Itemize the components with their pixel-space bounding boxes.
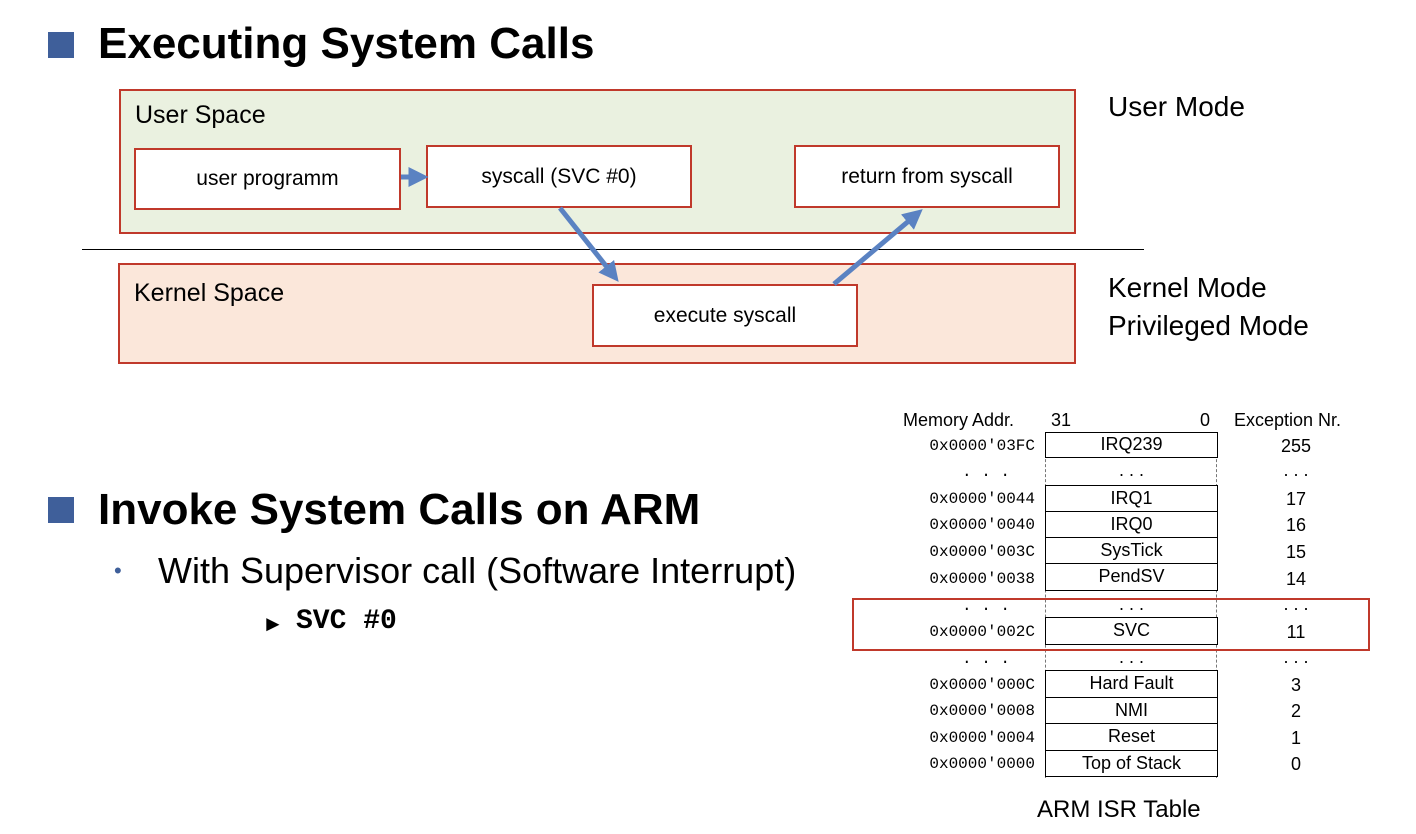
svc-code: SVC #0 [296, 606, 397, 637]
user-kernel-divider [82, 249, 1144, 250]
dots-cell-3: . . . [1118, 647, 1144, 667]
table-right-dashed-line [1216, 434, 1217, 778]
kernel-mode-label: Kernel Mode [1108, 272, 1267, 303]
addr-pendsv: 0x0000'0038 [929, 570, 1035, 588]
cell-systick: SysTick [1045, 537, 1218, 564]
cell-reset: Reset [1045, 723, 1218, 751]
execute-syscall-box: execute syscall [592, 284, 858, 347]
addr-irq1: 0x0000'0044 [929, 490, 1035, 508]
heading-bullet-square-icon [48, 32, 74, 58]
nr-irq239: 255 [1280, 436, 1312, 456]
header-bit-31: 31 [1051, 410, 1072, 430]
heading-invoke-system-calls: Invoke System Calls on ARM [98, 485, 701, 534]
nr-hard-fault: 3 [1290, 675, 1301, 695]
nr-systick: 15 [1285, 542, 1307, 562]
cell-nmi: NMI [1045, 697, 1218, 724]
nr-top-of-stack: 0 [1290, 754, 1301, 774]
header-exception-nr: Exception Nr. [1234, 410, 1342, 430]
dots-cell-1: . . . [1118, 460, 1144, 480]
table-left-dashed-line [1045, 434, 1046, 778]
svc-highlight-frame [852, 598, 1370, 651]
addr-systick: 0x0000'003C [929, 543, 1035, 561]
cell-top-of-stack: Top of Stack [1045, 750, 1218, 777]
addr-reset: 0x0000'0004 [929, 729, 1035, 747]
heading-bullet-square-icon [48, 497, 74, 523]
return-from-syscall-box: return from syscall [794, 145, 1060, 208]
isr-table-caption: ARM ISR Table [1037, 796, 1201, 823]
syscall-box: syscall (SVC #0) [426, 145, 692, 208]
arrow-execute-to-return [832, 209, 923, 286]
addr-hard-fault: 0x0000'000C [929, 676, 1035, 694]
triangle-bullet-icon: ► [262, 611, 284, 636]
cell-irq239: IRQ239 [1045, 432, 1218, 458]
dots-exc-1: . . . [1283, 460, 1309, 480]
nr-svc: 11 [1286, 622, 1306, 642]
cell-irq0: IRQ0 [1045, 511, 1218, 538]
dots-exc-3: . . . [1283, 647, 1309, 667]
cell-hard-fault: Hard Fault [1045, 670, 1218, 698]
header-bit-0: 0 [1200, 410, 1211, 430]
cell-pendsv: PendSV [1045, 563, 1218, 591]
dots-addr-2: . . . [961, 597, 1010, 615]
arrow-syscall-to-execute [558, 206, 619, 282]
header-memory-addr: Memory Addr. [903, 410, 1015, 430]
addr-nmi: 0x0000'0008 [929, 702, 1035, 720]
user-program-box: user programm [134, 148, 401, 210]
nr-nmi: 2 [1290, 701, 1301, 721]
nr-reset: 1 [1290, 728, 1301, 748]
privileged-mode-label: Privileged Mode [1108, 310, 1309, 341]
cell-irq1: IRQ1 [1045, 485, 1218, 512]
heading-executing-system-calls: Executing System Calls [98, 19, 595, 68]
kernel-space-label: Kernel Space [134, 279, 285, 307]
addr-top-of-stack: 0x0000'0000 [929, 755, 1035, 773]
supervisor-call-bullet: With Supervisor call (Software Interrupt… [158, 550, 797, 591]
addr-svc: 0x0000'002C [929, 623, 1035, 641]
dots-addr-3: . . . [961, 650, 1010, 668]
nr-irq0: 16 [1285, 515, 1307, 535]
addr-irq239: 0x0000'03FC [929, 437, 1035, 455]
user-mode-label: User Mode [1108, 91, 1245, 122]
addr-irq0: 0x0000'0040 [929, 516, 1035, 534]
bullet-dot-icon: • [114, 558, 122, 583]
nr-irq1: 17 [1285, 489, 1307, 509]
dots-addr-1: . . . [961, 463, 1010, 481]
cell-svc: SVC [1045, 617, 1218, 645]
user-space-label: User Space [135, 101, 266, 129]
nr-pendsv: 14 [1285, 569, 1307, 589]
